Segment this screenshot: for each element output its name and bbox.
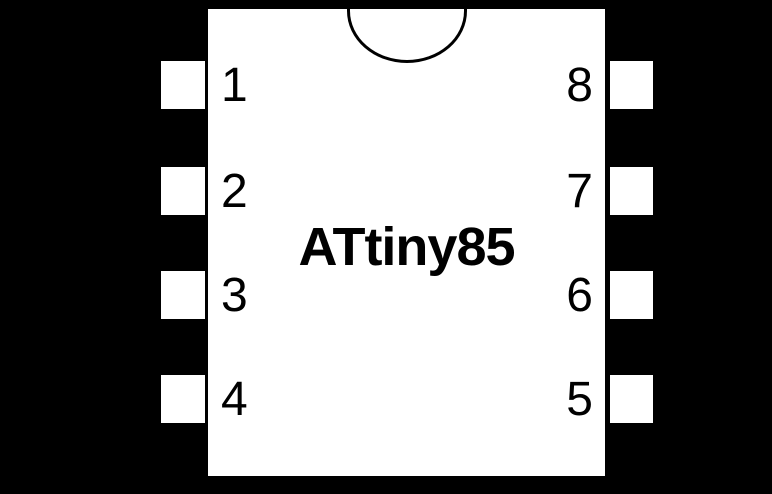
pin-number-7: 7: [566, 165, 593, 218]
pin-pad-4: [161, 375, 205, 423]
pin-number-6: 6: [566, 269, 593, 322]
pin-pad-8: [610, 61, 653, 109]
chip-body: [208, 9, 605, 476]
pin-pad-3: [161, 271, 205, 319]
pin-number-2: 2: [221, 165, 248, 218]
pin-number-5: 5: [566, 373, 593, 426]
chip-title: ATtiny85: [298, 217, 515, 277]
pin-number-8: 8: [566, 59, 593, 112]
pin-pad-2: [161, 167, 205, 215]
pin-pad-7: [610, 167, 653, 215]
pin-number-1: 1: [221, 59, 248, 112]
pin-number-4: 4: [221, 373, 248, 426]
pin-number-3: 3: [221, 269, 248, 322]
pin-pad-5: [610, 375, 653, 423]
pin-pad-1: [161, 61, 205, 109]
pin-pad-6: [610, 271, 653, 319]
